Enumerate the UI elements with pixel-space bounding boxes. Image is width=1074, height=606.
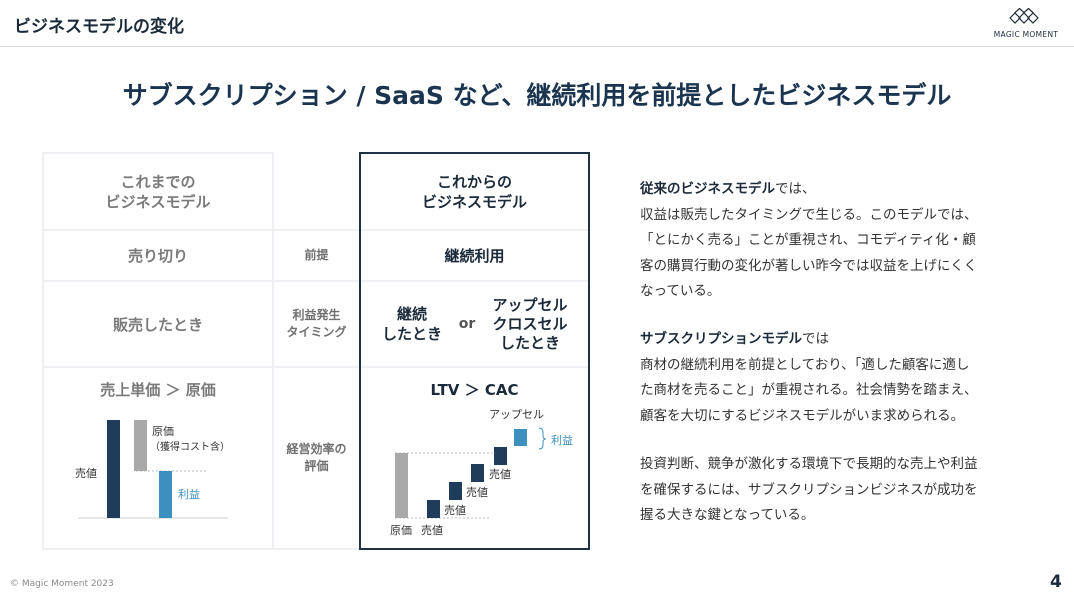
desc-text: では [802, 331, 829, 347]
new-timing-line: したとき [381, 325, 442, 343]
desc-text: では、 [775, 181, 816, 197]
cost-bar [395, 453, 408, 518]
old-premise: 売り切り [127, 247, 188, 265]
desc-line: 「とにかく売る」ことが重視され、コモディティ化・顧 [640, 232, 976, 248]
cost-label: 原価 [390, 524, 412, 537]
row-label-profit-timing: 利益発生 タイミング [274, 282, 359, 366]
desc-line: 握る大きな鍵となっている。 [640, 507, 815, 523]
grid-line [42, 366, 590, 368]
new-model-header: これからの ビジネスモデル [361, 154, 588, 229]
upsell-label: アップセル [489, 408, 544, 421]
new-timing-line: クロスセル [492, 314, 568, 333]
sales-label: 売値 [466, 486, 488, 499]
grid-line [42, 152, 44, 550]
sales-label: 売値 [444, 504, 466, 517]
grid-line [42, 548, 359, 550]
logo-diamonds-icon [1009, 7, 1039, 24]
new-efficiency-formula: LTV ＞ CAC [430, 380, 519, 399]
traditional-model-term: 従来のビジネスモデル [640, 181, 775, 197]
old-header-line2: ビジネスモデル [105, 192, 211, 211]
profit-bar [159, 471, 172, 518]
logo-text: MAGIC MOMENT [993, 30, 1059, 39]
new-timing-line: 継続 [396, 305, 427, 323]
grid-line [42, 152, 273, 154]
sales-bar [449, 482, 462, 500]
sales-label: 売値 [421, 524, 443, 537]
new-timing-continuous: 継続 したとき [372, 290, 452, 358]
profit-label: 利益 [551, 433, 573, 447]
old-model-chart: 売値 原価 （獲得コスト含） 利益 [75, 420, 230, 519]
row-label-line: 経営効率の [286, 442, 347, 456]
grid-line [42, 280, 590, 282]
new-model-box [359, 152, 590, 550]
old-efficiency-formula: 売上単価 ＞ 原価 [100, 380, 216, 399]
new-timing-line: アップセル [492, 295, 568, 314]
old-model-header: これまでの ビジネスモデル [44, 154, 272, 229]
row-label-line: 評価 [304, 459, 329, 473]
profit-bracket-icon [538, 427, 547, 450]
sales-bar [494, 447, 507, 465]
grid-line [272, 152, 274, 550]
new-model-chart: 利益 アップセル 原価 売値 売値 売値 売値 [390, 408, 573, 537]
subscription-model-term: サブスクリプションモデル [640, 331, 802, 347]
old-header-line1: これまでの [120, 172, 196, 191]
row-label-efficiency: 経営効率の 評価 [274, 368, 359, 548]
row-label-premise: 前提 [304, 248, 329, 262]
grid-line [42, 229, 590, 231]
sales-bar [427, 500, 440, 518]
old-profit-timing: 販売したとき [112, 315, 203, 334]
upsell-bar [514, 429, 527, 446]
row-label-line: タイミング [286, 325, 347, 339]
slide-main-title: サブスクリプション / SaaS など、継続利用を前提としたビジネスモデル [122, 81, 952, 110]
description-paragraph-1: 従来のビジネスモデルでは、 収益は販売したタイミングで生じる。このモデルでは、 … [640, 177, 978, 305]
sales-bar [471, 464, 484, 482]
sales-label: 売値 [489, 468, 511, 481]
description-paragraph-2: サブスクリプションモデルでは 商材の継続利用を前提としており、「適した顧客に適し… [640, 327, 978, 429]
cost-note-label: （獲得コスト含） [150, 440, 230, 453]
profit-label: 利益 [178, 487, 200, 501]
desc-line: た商材を売ること」が重視される。社会情勢を踏まえ、 [640, 382, 978, 398]
cost-bar [134, 420, 147, 471]
sales-bar [107, 420, 120, 518]
header-divider [0, 46, 1074, 47]
row-label-line: 利益発生 [292, 308, 341, 322]
desc-line: なっている。 [640, 283, 721, 299]
copyright-footer: © Magic Moment 2023 [10, 579, 114, 589]
new-timing-line: したとき [499, 333, 560, 352]
new-timing-or: or [458, 316, 476, 332]
page-number: 4 [1050, 572, 1062, 592]
sales-label: 売値 [75, 467, 97, 480]
desc-line: 商材の継続利用を前提としており、「適した顧客に適し [640, 356, 970, 373]
cost-label: 原価 [152, 425, 174, 438]
desc-line: を確保するには、サブスクリプションビジネスが成功を [640, 481, 978, 498]
desc-line: 投資判断、競争が激化する環境下で長期的な売上や利益 [640, 456, 978, 472]
new-header-line2: ビジネスモデル [421, 192, 527, 211]
new-premise: 継続利用 [444, 247, 505, 265]
new-timing-upsell: アップセル クロスセル したとき [482, 290, 578, 358]
new-header-line1: これからの [436, 172, 512, 191]
desc-line: 収益は販売したタイミングで生じる。このモデルでは、 [640, 206, 978, 223]
description-paragraph-3: 投資判断、競争が激化する環境下で長期的な売上や利益 を確保するには、サブスクリプ… [640, 452, 978, 529]
slide-header-title: ビジネスモデルの変化 [14, 17, 184, 37]
desc-line: 顧客を大切にするビジネスモデルがいま求められる。 [640, 407, 965, 424]
desc-line: 客の購買行動の変化が著しい昨今では収益を上げにくく [640, 257, 978, 274]
company-logo: MAGIC MOMENT [986, 7, 1066, 40]
